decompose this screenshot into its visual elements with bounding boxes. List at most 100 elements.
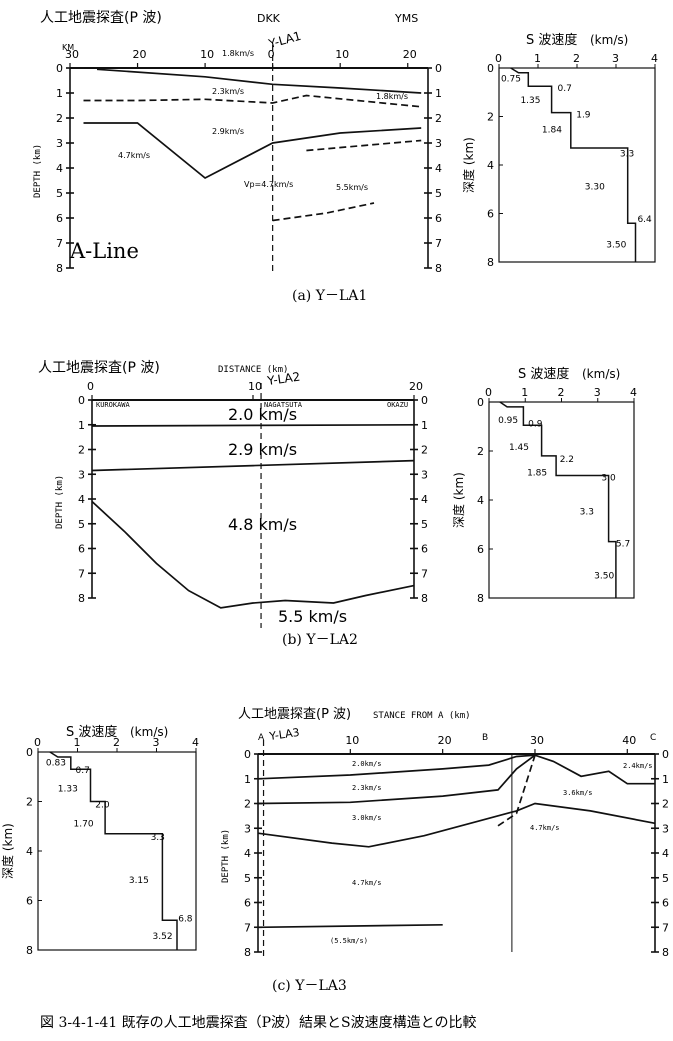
y-tick-label: 0 <box>26 746 33 759</box>
depth-tick-label: 6 <box>662 897 669 910</box>
depth-tick-label: 0 <box>244 748 251 761</box>
depth-axis-label: DEPTH (km) <box>221 829 231 883</box>
depth-tick-label: 2 <box>435 112 442 125</box>
depth-tick-label: 1 <box>56 87 63 100</box>
s-value-label: 1.9 <box>576 111 591 121</box>
depth-tick-label: 8 <box>662 946 669 959</box>
panel-b-profile-label: Y-LA2 <box>265 370 301 389</box>
depth-tick-label: 7 <box>56 237 63 250</box>
x-tick-label: 1 <box>534 52 541 65</box>
interface-line <box>497 754 536 827</box>
y-tick-label: 2 <box>487 111 494 124</box>
station-okazu: OKAZU <box>387 401 408 409</box>
depth-tick-label: 8 <box>435 262 442 275</box>
x-tick-label: 10 <box>200 48 214 61</box>
depth-tick-label: 3 <box>56 137 63 150</box>
s-value-label: 3.3 <box>620 150 634 160</box>
y-tick-label: 4 <box>477 494 484 507</box>
velocity-label: Vp=4.7km/s <box>244 180 293 189</box>
station-a: A <box>258 733 265 743</box>
velocity-label: 4.7km/s <box>352 879 382 887</box>
panel-c-title: 人工地震探査(P 波) <box>238 707 351 722</box>
s-value-label: 3.50 <box>606 240 626 250</box>
depth-tick-label: 0 <box>78 394 85 407</box>
x-tick-label: 3 <box>594 386 601 399</box>
x-tick-label: 30 <box>65 48 79 61</box>
depth-tick-label: 8 <box>56 262 63 275</box>
depth-tick-label: 7 <box>662 921 669 934</box>
panel-a-title: 人工地震探査(P 波) <box>40 10 162 26</box>
interface-line <box>91 459 415 472</box>
depth-tick-label: 7 <box>435 237 442 250</box>
s-value-label: 1.84 <box>542 125 562 135</box>
panel-b-title: 人工地震探査(P 波) <box>38 360 160 376</box>
interface-line <box>96 68 422 94</box>
y-tick-label: 0 <box>487 62 494 75</box>
velocity-label: (5.5km/s) <box>330 937 368 945</box>
panel-a-s-profile: 0.750.71.351.91.843.33.306.43.50 <box>501 67 652 262</box>
depth-axis-label: 深度 (km) <box>0 823 15 879</box>
depth-tick-label: 1 <box>662 773 669 786</box>
velocity-label: 2.0 km/s <box>228 405 297 424</box>
velocity-label: 5.5km/s <box>336 183 368 192</box>
depth-tick-label: 3 <box>78 468 85 481</box>
s-velocity-title: S 波速度 <box>526 32 577 48</box>
y-tick-label: 8 <box>477 592 484 605</box>
x-tick-label: 1 <box>521 386 528 399</box>
x-tick-label: 0 <box>495 52 502 65</box>
s-value-label: 0.7 <box>76 766 90 776</box>
y-tick-label: 2 <box>26 796 33 809</box>
s-velocity-profile <box>49 751 178 950</box>
x-tick-label: 0 <box>268 48 275 61</box>
interface-line <box>91 423 415 427</box>
depth-tick-label: 1 <box>78 419 85 432</box>
x-tick-label: 0 <box>87 380 94 393</box>
panel-b-x-label: DISTANCE (km) <box>218 365 288 375</box>
depth-tick-label: 7 <box>421 567 428 580</box>
depth-tick-label: 2 <box>56 112 63 125</box>
s-value-label: 3.52 <box>153 932 173 942</box>
interface-line <box>306 139 422 152</box>
depth-tick-label: 8 <box>244 946 251 959</box>
depth-tick-label: 6 <box>78 543 85 556</box>
depth-tick-label: 6 <box>56 212 63 225</box>
velocity-label: 3.6km/s <box>563 789 593 797</box>
depth-tick-label: 5 <box>78 518 85 531</box>
velocity-label: 1.8km/s <box>376 92 408 101</box>
depth-tick-label: 8 <box>78 592 85 605</box>
depth-axis-label: DEPTH (km) <box>33 144 43 198</box>
depth-tick-label: 3 <box>662 822 669 835</box>
s-velocity-title: S 波速度 <box>518 366 569 382</box>
depth-tick-label: 5 <box>244 872 251 885</box>
depth-tick-label: 7 <box>78 567 85 580</box>
s-value-label: 3.30 <box>585 182 605 192</box>
depth-tick-label: 8 <box>421 592 428 605</box>
depth-axis-label: 深度 (km) <box>461 137 476 193</box>
depth-tick-label: 6 <box>435 212 442 225</box>
velocity-label: 5.5 km/s <box>278 607 347 626</box>
velocity-label: 3.0km/s <box>352 814 382 822</box>
s-value-label: 2.2 <box>560 455 574 465</box>
depth-tick-label: 1 <box>435 87 442 100</box>
depth-tick-label: 3 <box>244 822 251 835</box>
panel-c-p: 人工地震探査(P 波) STANCE FROM A (km) A B C Y-L… <box>221 707 669 960</box>
depth-tick-label: 4 <box>435 162 442 175</box>
depth-tick-label: 0 <box>662 748 669 761</box>
x-tick-label: 20 <box>403 48 417 61</box>
interface-line <box>257 754 536 805</box>
y-tick-label: 0 <box>477 396 484 409</box>
velocity-label: 2.9km/s <box>212 127 244 136</box>
s-value-label: 3.50 <box>594 571 614 581</box>
interface-line <box>83 94 422 108</box>
s-velocity-profile <box>510 67 637 262</box>
depth-tick-label: 6 <box>421 543 428 556</box>
depth-tick-label: 5 <box>662 872 669 885</box>
velocity-label: 2.3km/s <box>212 87 244 96</box>
depth-tick-label: 2 <box>78 444 85 457</box>
x-tick-label: 2 <box>573 52 580 65</box>
